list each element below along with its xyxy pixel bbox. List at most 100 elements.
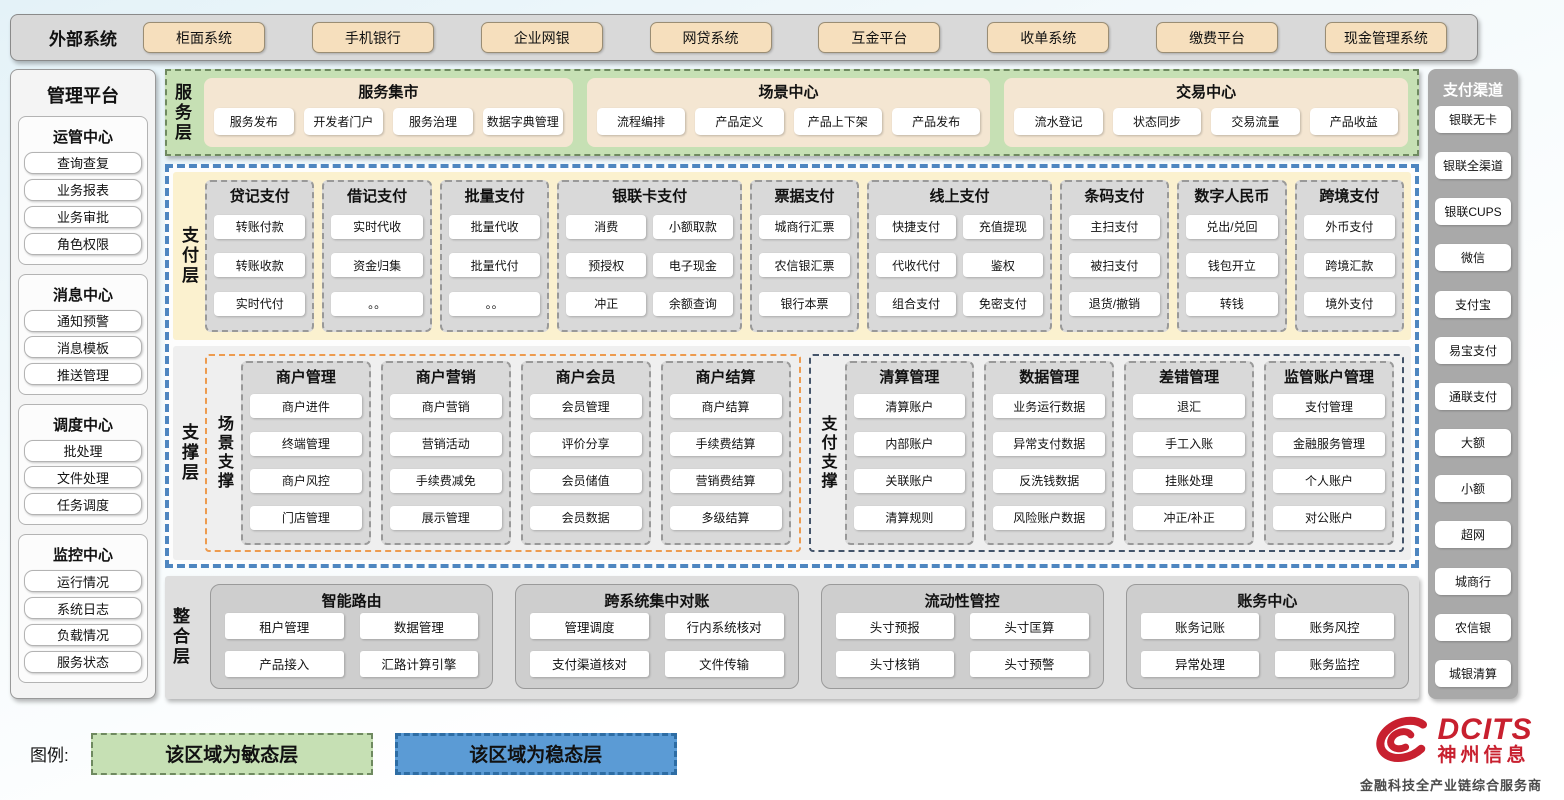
support-item-box: 展示管理 [389,505,502,530]
external-systems-title: 外部系统 [49,30,117,49]
integration-item-box: 数据管理 [359,613,479,640]
management-item-box: 文件处理 [24,466,142,489]
payment-item-box: 电子现金 [653,253,733,278]
payment-item-box: 实时代收 [331,214,423,239]
dcits-logo-text: DCITS 神州信息 [1437,715,1532,768]
dcits-company-name: 神州信息 [1437,745,1530,767]
service-layer-panels: 服务集市服务发布开发者门户服务治理数据字典管理场景中心流程编排产品定义产品上下架… [204,78,1408,148]
service-item-box: 交易流量 [1211,107,1300,135]
support-item-box: 手续费结算 [669,431,782,456]
support-group: 清算管理清算账户内部账户关联账户清算规则 [844,361,975,546]
support-item-box: 商户进件 [250,394,362,419]
integration-item-box: 文件传输 [664,650,784,677]
external-system-box: 手机银行 [311,22,434,53]
integration-panel: 账务中心账务记账账务风控异常处理账务监控 [1125,584,1409,689]
management-group: 消息中心通知预警消息模板推送管理 [18,273,148,395]
support-item-box: 商户风控 [250,468,362,493]
legend-agile-layer: 该区域为敏态层 [90,732,373,775]
support-group-title: 商户营销 [415,369,476,387]
payment-channel-box: 银联CUPS [1435,198,1511,226]
payment-channel-box: 大额 [1435,429,1511,457]
payment-item-box: 钱包开立 [1186,253,1278,278]
payment-channel-box: 易宝支付 [1435,336,1511,364]
service-item-box: 产品定义 [695,107,784,135]
support-item-box: 会员管理 [529,394,642,419]
architecture-main-column: 服务层 服务集市服务发布开发者门户服务治理数据字典管理场景中心流程编排产品定义产… [165,69,1419,699]
legend: 图例: 该区域为敏态层 该区域为稳态层 [30,732,677,775]
support-item-box: 评价分享 [529,431,642,456]
service-layer-label: 服务层 [172,82,191,143]
payment-item-box: 退货/撤销 [1068,291,1161,316]
payment-item-box: 外币支付 [1303,214,1396,239]
support-group: 商户会员会员管理评价分享会员储值会员数据 [520,361,651,546]
management-item-box: 查询查复 [24,151,142,174]
integration-item-box: 产品接入 [225,650,344,677]
payment-item-box: 城商行汇票 [758,214,851,239]
integration-layer-label: 整合层 [170,606,189,667]
payment-item-box: 主扫支付 [1068,214,1161,239]
external-system-box: 收单系统 [987,22,1110,53]
support-zone: 场景支撑商户管理商户进件终端管理商户风控门店管理商户营销商户营销营销活动手续费减… [205,354,801,553]
support-group-title: 商户会员 [555,369,616,387]
support-layer-label: 支撑层 [179,423,198,484]
payment-group: 借记支付实时代收资金归集。。 [322,180,432,333]
support-item-box: 对公账户 [1273,505,1385,530]
integration-item-box: 账务风控 [1275,613,1394,640]
integration-panel: 跨系统集中对账管理调度行内系统核对支付渠道核对文件传输 [515,584,799,689]
payment-group: 批量支付批量代收批量代付。。 [439,180,550,333]
management-group: 运管中心查询查复业务报表业务审批角色权限 [18,116,148,265]
payment-group: 线上支付快捷支付充值提现代收代付鉴权组合支付免密支付 [867,180,1052,333]
integration-item-box: 头寸核销 [835,650,955,677]
service-panel-title: 服务集市 [358,84,419,101]
payment-group-title: 跨境支付 [1319,188,1380,206]
payment-item-box: 资金归集 [331,253,423,278]
external-system-box: 柜面系统 [143,22,265,53]
payment-layer-label: 支付层 [179,226,198,287]
service-item-box: 流水登记 [1014,107,1103,135]
payment-item-box: 跨境汇款 [1303,253,1396,278]
payment-item-box: 转账收款 [214,253,306,278]
payment-channel-box: 城商行 [1435,567,1511,595]
management-group-title: 消息中心 [52,286,113,304]
payment-layer-band: 支付层 贷记支付转账付款转账收款实时代付借记支付实时代收资金归集。。批量支付批量… [173,172,1411,341]
support-group-title: 商户管理 [275,369,336,387]
integration-panel-title: 流动性管控 [924,593,1000,611]
service-item-box: 产品发布 [891,107,981,135]
support-item-box: 多级结算 [669,505,782,530]
payment-group-title: 批量支付 [464,188,525,206]
management-item-box: 业务审批 [24,205,142,228]
dcits-swirl-icon [1369,713,1433,770]
integration-item-box: 头寸预警 [970,650,1089,677]
support-item-box: 关联账户 [853,468,966,493]
payment-channel-box: 超网 [1435,521,1511,549]
management-group-title: 运管中心 [52,128,113,146]
payment-channel-box: 银联全渠道 [1435,152,1511,180]
payment-channels-title: 支付渠道 [1442,82,1503,99]
payment-channel-box: 支付宝 [1435,290,1511,318]
support-item-box: 手续费减免 [389,468,502,493]
payment-group-title: 数字人民币 [1194,188,1270,206]
payment-group-title: 贷记支付 [229,188,290,206]
support-item-box: 会员储值 [529,468,642,493]
legend-label: 图例: [30,746,69,765]
external-system-box: 现金管理系统 [1324,22,1447,53]
payment-group-title: 银联卡支付 [612,188,688,206]
payment-item-box: 充值提现 [962,214,1043,239]
external-system-box: 网贷系统 [649,22,772,53]
integration-item-box: 账务记账 [1140,613,1260,640]
integration-panel: 流动性管控头寸预报头寸匡算头寸核销头寸预警 [820,584,1104,689]
support-group: 差错管理退汇手工入账挂账处理冲正/补正 [1124,361,1255,546]
support-item-box: 门店管理 [250,505,362,530]
support-zone-label: 场景支撑 [215,415,232,492]
integration-panel-title: 跨系统集中对账 [604,593,710,611]
support-item-box: 商户营销 [389,394,502,419]
external-systems-bar: 外部系统 柜面系统手机银行企业网银网贷系统互金平台收单系统缴费平台现金管理系统 [10,14,1478,61]
integration-item-box: 账务监控 [1275,650,1394,677]
support-item-box: 金融服务管理 [1273,431,1385,456]
payment-item-box: 转钱 [1186,291,1278,316]
middle-region: 管理平台 运管中心查询查复业务报表业务审批角色权限消息中心通知预警消息模板推送管… [10,69,1518,699]
support-item-box: 风险账户数据 [993,505,1106,530]
support-item-box: 手工入账 [1133,431,1246,456]
service-item-box: 服务发布 [214,107,294,135]
management-platform-groups: 运管中心查询查复业务报表业务审批角色权限消息中心通知预警消息模板推送管理调度中心… [18,116,148,692]
